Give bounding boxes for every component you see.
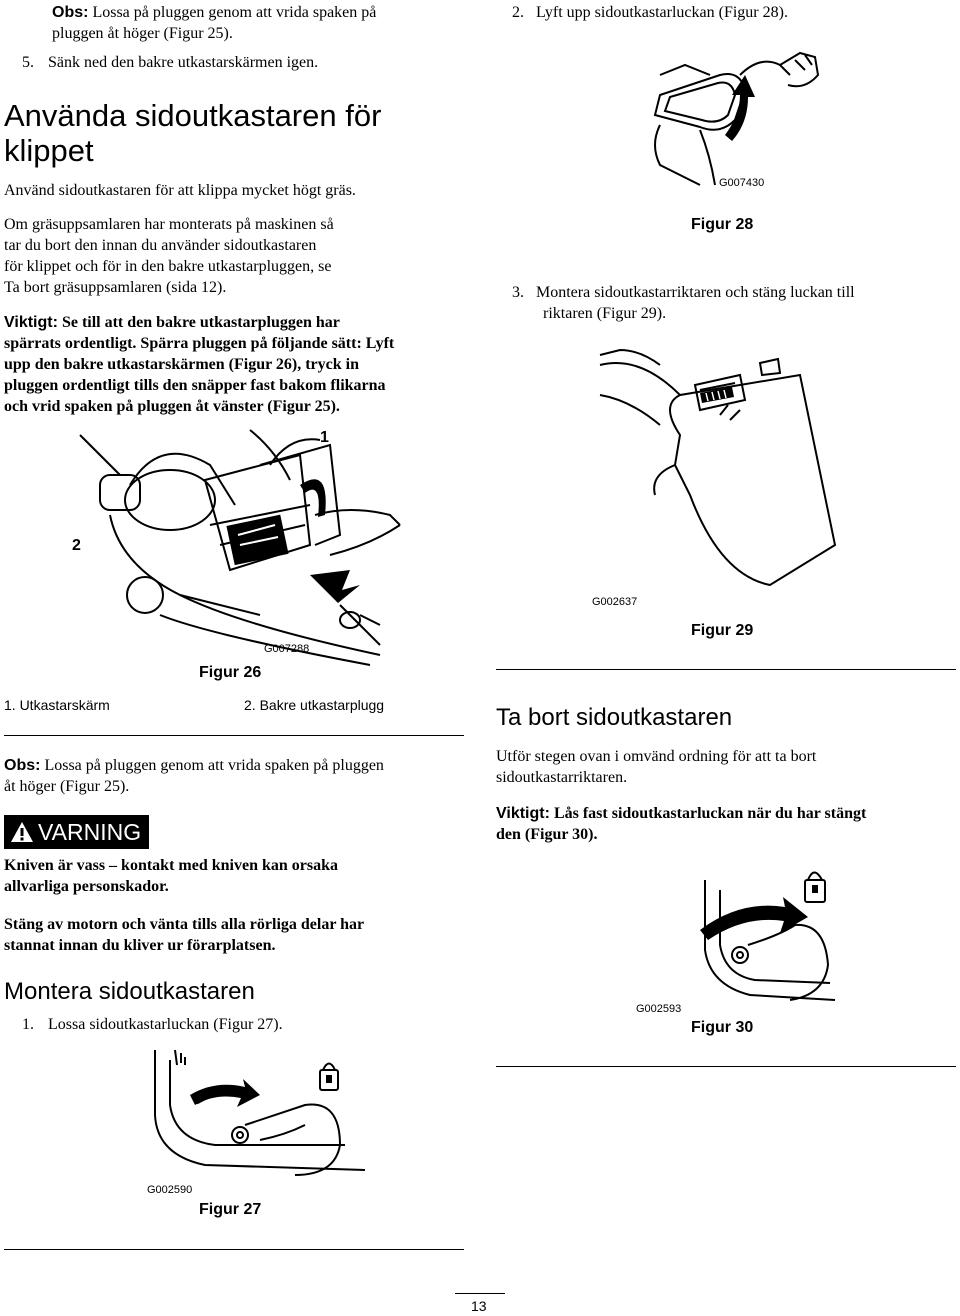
step-2: 2. Lyft upp sidoutkastarluckan (Figur 28…	[512, 4, 788, 21]
obs-note-bottom: Obs: Lossa på pluggen genom att vrida sp…	[4, 757, 384, 795]
figure-30-door-lock-illustration	[700, 871, 836, 1001]
obs-text-line1: Lossa på pluggen genom att vrida spaken …	[92, 4, 377, 21]
figure-26-mower-illustration	[79, 429, 401, 666]
divider	[4, 735, 464, 736]
section-heading-side-discharge: Använda sidoutkastaren för klippet	[4, 98, 382, 168]
stop-engine-text: Stäng av motorn och vänta tills alla rör…	[4, 916, 365, 954]
paragraph-grass-collector: Om gräsuppsamlaren har monterats på mask…	[4, 216, 334, 296]
legend-item-1: 1. Utkastarskärm	[4, 697, 110, 713]
figure-29-discharge-chute-illustration	[599, 348, 837, 587]
step-1: 1. Lossa sidoutkastarluckan (Figur 27).	[22, 1016, 283, 1033]
page-number: 13	[471, 1298, 487, 1314]
intro-text: Använd sidoutkastaren för att klippa myc…	[4, 182, 356, 199]
divider	[4, 1249, 464, 1250]
figure-28-lift-door-illustration	[653, 51, 820, 186]
warning-label: VARNING	[38, 819, 142, 845]
figure-27-caption: Figur 27	[199, 1201, 262, 1218]
section-heading-remove: Ta bort sidoutkastaren	[496, 704, 733, 731]
warning-triangle-icon	[11, 822, 33, 842]
figure-26-caption: Figur 26	[199, 664, 262, 681]
page-number-rule	[455, 1293, 505, 1294]
figure-27-code: G002590	[147, 1184, 193, 1196]
figure-29-code: G002637	[592, 596, 638, 608]
step-3: 3. Montera sidoutkastarriktaren och stän…	[512, 284, 855, 322]
obs-note-top: Obs: Lossa på pluggen genom att vrida sp…	[52, 2, 472, 44]
step-5: 5. Sänk ned den bakre utkastarskärmen ig…	[22, 52, 318, 73]
divider	[496, 1066, 956, 1067]
figure-26-code: G007288	[264, 643, 310, 655]
callout-1: 1	[320, 429, 329, 446]
important-notice: Viktigt: Se till att den bakre utkastarp…	[4, 314, 395, 415]
section-heading-install: Montera sidoutkastaren	[4, 978, 255, 1005]
figure-30-code: G002593	[636, 1003, 682, 1015]
figure-27-door-unlock-illustration	[154, 1049, 366, 1176]
warning-banner: VARNING	[4, 815, 150, 849]
legend-item-2: 2. Bakre utkastarplugg	[244, 697, 385, 713]
figure-30-caption: Figur 30	[691, 1019, 754, 1036]
step-text: Sänk ned den bakre utkastarskärmen igen.	[48, 54, 319, 71]
important-label: Viktigt:	[496, 805, 550, 822]
remove-text: Utför stegen ovan i omvänd ordning för a…	[496, 748, 817, 786]
important-label: Viktigt:	[4, 314, 58, 331]
obs-label: Obs:	[4, 757, 41, 774]
figure-29-caption: Figur 29	[691, 622, 754, 639]
obs-label: Obs:	[52, 4, 89, 21]
figure-28-code: G007430	[719, 177, 765, 189]
callout-2: 2	[72, 537, 81, 554]
important-notice-lock: Viktigt: Lås fast sidoutkastarluckan när…	[496, 805, 867, 843]
figure-28-caption: Figur 28	[691, 216, 754, 233]
step-number: 5.	[22, 54, 34, 71]
obs-text-line2: pluggen åt höger (Figur 25).	[52, 25, 233, 42]
warning-text: Kniven är vass – kontakt med kniven kan …	[4, 857, 338, 895]
divider	[496, 669, 956, 670]
